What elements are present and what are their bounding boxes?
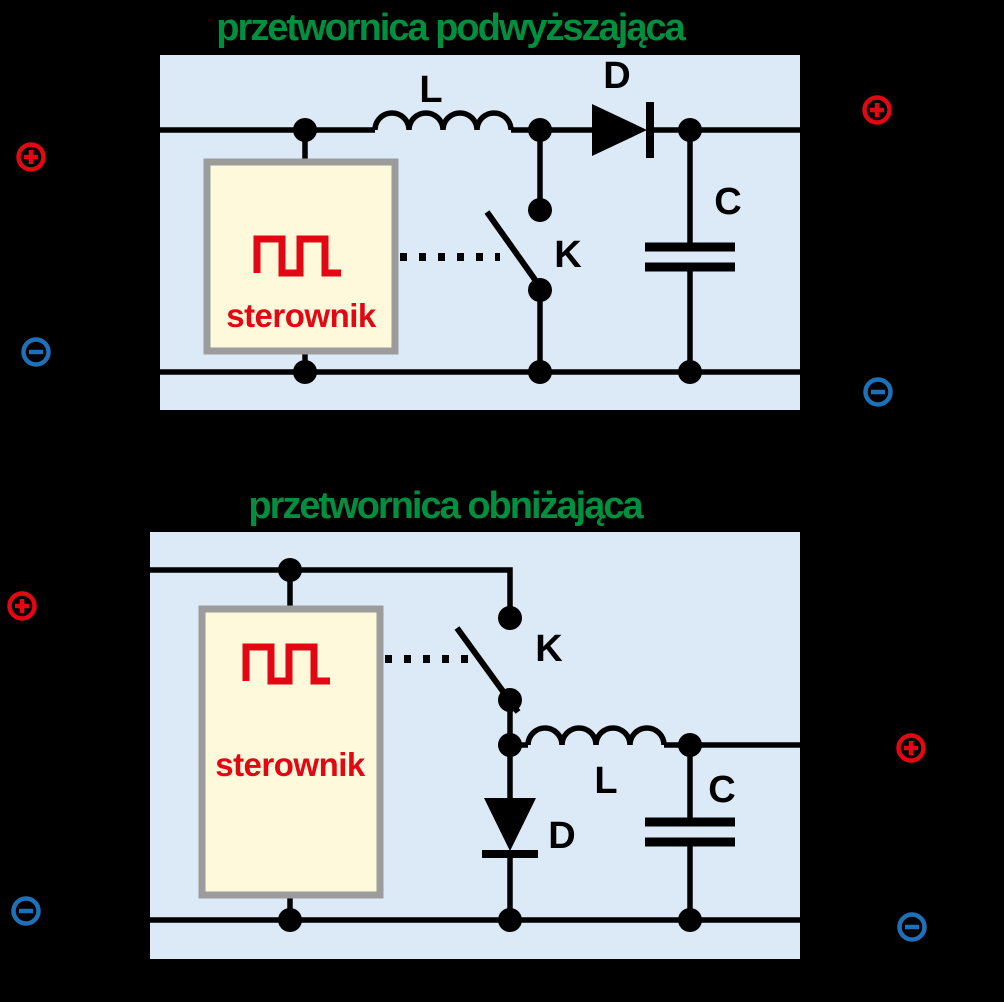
junction-dot <box>528 360 552 384</box>
diode-icon <box>592 102 654 158</box>
controller-box: sterownik <box>198 605 384 899</box>
controller-label: sterownik <box>226 297 377 334</box>
capacitor-label: C <box>714 181 741 223</box>
inductor-icon <box>525 725 667 746</box>
plus-terminal-icon <box>7 591 37 621</box>
junction-dot <box>528 118 552 142</box>
junction-dot <box>293 360 317 384</box>
capacitor-icon <box>645 242 735 272</box>
junction-dot <box>678 733 702 757</box>
junction-dot <box>678 118 702 142</box>
switch-terminal-dot <box>528 278 552 302</box>
buck-converter-diagram: przetwornica obniżająca K L D <box>7 485 958 959</box>
junction-dot <box>278 558 302 582</box>
diode-label: D <box>548 815 575 857</box>
junction-dot <box>498 733 522 757</box>
switch-label: K <box>535 628 563 670</box>
pulse-waveform-icon <box>253 235 341 277</box>
controller-label: sterownik <box>215 746 366 783</box>
junction-dot <box>278 908 302 932</box>
input-rail-wire <box>150 567 513 618</box>
switch-terminal-dot <box>498 606 522 630</box>
minus-terminal-icon <box>897 912 927 942</box>
inductor-icon <box>372 110 514 131</box>
diode-triangle <box>592 104 647 156</box>
junction-dot <box>678 908 702 932</box>
switch-terminal-dot <box>498 688 522 712</box>
minus-terminal-icon <box>11 896 41 926</box>
inductor-label: L <box>419 69 442 111</box>
plus-terminal-icon <box>862 95 892 125</box>
plus-terminal-icon <box>896 733 926 763</box>
pulse-waveform-icon <box>242 643 330 685</box>
buck-wires <box>150 567 958 923</box>
junction-dot <box>678 360 702 384</box>
capacitor-icon <box>645 817 735 847</box>
buck-junction-dots <box>278 558 702 932</box>
boost-junction-dots <box>293 118 702 384</box>
boost-title: przetwornica podwyższająca <box>216 7 686 49</box>
capacitor-label: C <box>708 769 735 811</box>
diode-label: D <box>603 55 630 97</box>
switch-icon <box>454 606 522 714</box>
boost-converter-diagram: przetwornica podwyższająca L D K <box>16 7 956 410</box>
switch-icon <box>484 198 552 302</box>
plus-terminal-icon <box>16 142 46 172</box>
junction-dot <box>498 908 522 932</box>
diode-icon <box>482 798 538 858</box>
switch-label: K <box>554 234 582 276</box>
diode-triangle <box>484 798 536 851</box>
inductor-label: L <box>594 760 617 802</box>
switch-terminal-dot <box>528 198 552 222</box>
minus-terminal-icon <box>21 337 51 367</box>
buck-title: przetwornica obniżająca <box>248 485 644 527</box>
controller-box: sterownik <box>203 158 399 355</box>
junction-dot <box>293 118 317 142</box>
minus-terminal-icon <box>863 377 893 407</box>
